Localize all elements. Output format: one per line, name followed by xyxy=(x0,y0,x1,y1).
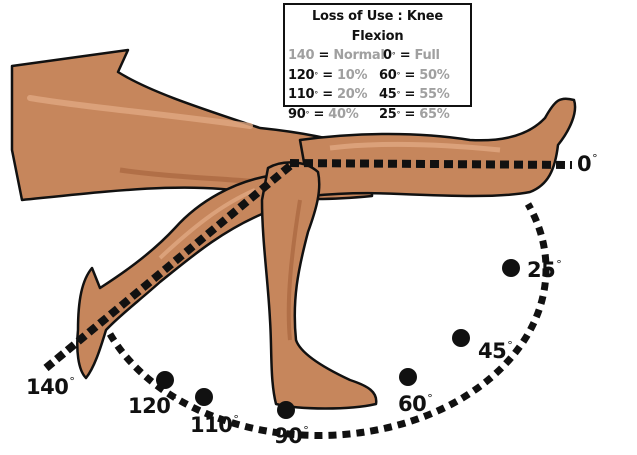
legend-cell-45: 45° = 55% xyxy=(379,85,470,105)
legend-equals: = xyxy=(322,87,333,102)
legend-row: 140 = Normal 0° = Full xyxy=(285,46,470,66)
legend-title: Loss of Use : Knee Flexion xyxy=(311,9,444,44)
degree-symbol: ° xyxy=(507,339,513,352)
legend-value: 50% xyxy=(419,67,450,83)
angle-markers xyxy=(156,259,520,419)
degree-symbol: ° xyxy=(396,109,401,119)
angle-value: 60 xyxy=(398,392,427,416)
degree-symbol: ° xyxy=(396,70,401,80)
legend-value: Normal xyxy=(333,48,385,63)
legend-equals: = xyxy=(322,67,333,83)
degree-symbol: ° xyxy=(314,70,318,80)
angle-value: 140 xyxy=(26,375,69,399)
legend-angle: 45 xyxy=(379,87,397,102)
legend-equals: = xyxy=(404,106,416,122)
marker-120 xyxy=(156,371,174,389)
angle-value: 0 xyxy=(577,152,592,176)
legend-cell-140: 140 = Normal xyxy=(288,46,385,66)
legend-cell-0: 0° = Full xyxy=(383,46,470,66)
angle-label-25: 25° xyxy=(527,258,562,282)
angle-value: 25 xyxy=(527,258,556,282)
legend-angle: 120 xyxy=(288,67,315,83)
line-0-deg xyxy=(289,159,573,169)
legend-cell-25: 25° = 65% xyxy=(379,105,470,125)
legend-value: 65% xyxy=(419,106,450,122)
legend-angle: 25 xyxy=(379,106,397,122)
legend-equals: = xyxy=(404,87,416,102)
degree-symbol: ° xyxy=(396,90,401,99)
legend-value: Full xyxy=(414,48,441,63)
legend-row: 90° = 40% 25° = 65% xyxy=(285,105,470,125)
degree-symbol: ° xyxy=(391,51,396,60)
legend-value: 10% xyxy=(337,67,368,83)
angle-label-90: 90° xyxy=(274,424,309,448)
angle-label-120: 120° xyxy=(128,394,177,418)
legend-equals: = xyxy=(318,48,330,63)
legend-value: 20% xyxy=(337,87,368,102)
legend-row: 110° = 20% 45° = 55% xyxy=(285,85,470,105)
legend-angle: 110 xyxy=(288,87,315,102)
legend-cell-90: 90° = 40% xyxy=(288,105,379,125)
legend-value: 40% xyxy=(328,106,359,122)
legend-cell-120: 120° = 10% xyxy=(288,66,379,86)
marker-60 xyxy=(399,368,417,386)
legend-cell-110: 110° = 20% xyxy=(288,85,379,105)
legend-row: 120° = 10% 60° = 50% xyxy=(285,66,470,86)
degree-symbol: ° xyxy=(69,375,75,388)
angle-value: 110 xyxy=(190,413,233,437)
angle-label-0: 0° xyxy=(577,152,598,176)
angle-value: 90 xyxy=(274,424,303,448)
degree-symbol: ° xyxy=(427,392,433,405)
lower-leg-90 xyxy=(260,161,378,410)
angle-value: 120 xyxy=(128,394,171,418)
legend-angle: 60 xyxy=(379,67,397,83)
marker-110 xyxy=(195,388,213,406)
angle-value: 45 xyxy=(478,339,507,363)
legend-equals: = xyxy=(404,67,416,83)
degree-symbol: ° xyxy=(314,90,318,99)
degree-symbol: ° xyxy=(233,413,239,426)
angle-label-45: 45° xyxy=(478,339,513,363)
lower-leg-0 xyxy=(298,97,577,198)
degree-symbol: ° xyxy=(303,424,309,437)
legend-equals: = xyxy=(399,48,411,63)
line-140-deg xyxy=(43,162,293,372)
angle-label-140: 140° xyxy=(26,375,75,399)
legend-cell-60: 60° = 50% xyxy=(379,66,470,86)
legend-angle: 90 xyxy=(288,106,306,122)
legend-equals: = xyxy=(313,106,325,122)
degree-symbol: ° xyxy=(556,258,562,271)
degree-symbol: ° xyxy=(305,109,310,119)
loss-of-use-legend: Loss of Use : Knee Flexion 140 = Normal … xyxy=(283,3,472,122)
marker-25 xyxy=(502,259,520,277)
legend-value: 55% xyxy=(419,87,450,102)
angle-label-60: 60° xyxy=(398,392,433,416)
marker-90 xyxy=(277,401,295,419)
degree-symbol: ° xyxy=(171,394,177,407)
flexion-arc xyxy=(106,202,550,439)
legend-angle: 140 xyxy=(288,48,315,63)
legend-angle: 0 xyxy=(383,48,392,63)
marker-45 xyxy=(452,329,470,347)
angle-label-110: 110° xyxy=(190,413,239,437)
degree-symbol: ° xyxy=(592,152,598,165)
